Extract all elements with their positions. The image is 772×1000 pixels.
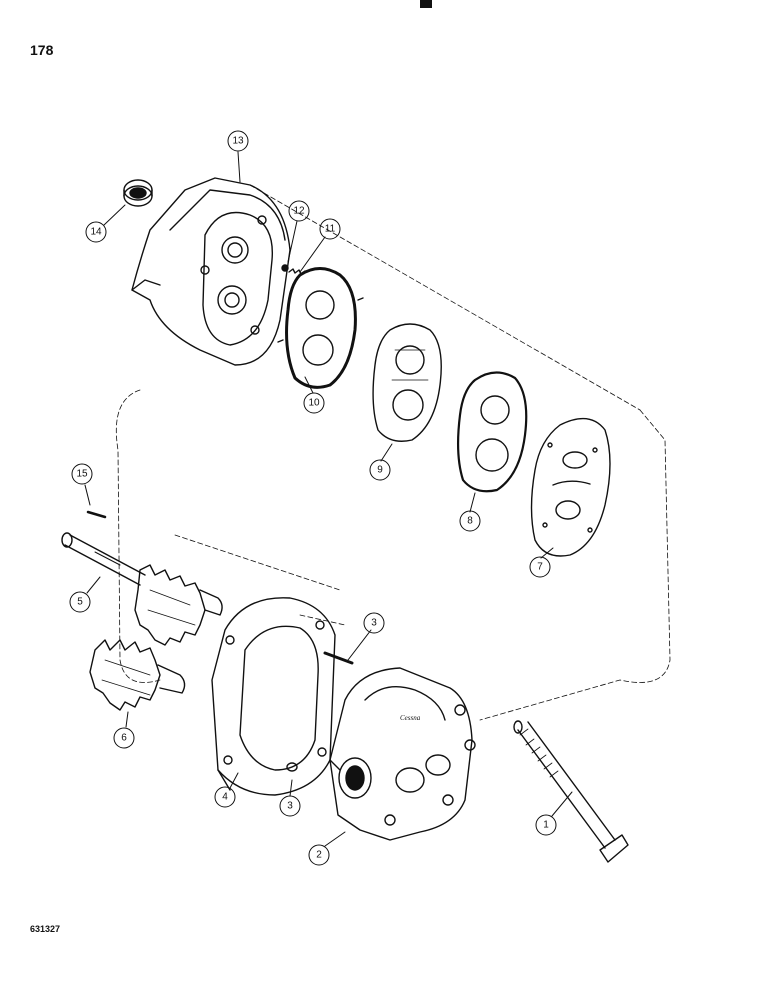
- callout-label-8: 8: [467, 516, 473, 527]
- callout-label-1: 1: [543, 820, 549, 831]
- callout-3b: [279, 795, 301, 817]
- callout-label-11: 11: [325, 224, 336, 235]
- callout-label-3a: 3: [371, 618, 377, 629]
- callout-12: [288, 200, 310, 222]
- wear-plate: [530, 417, 611, 557]
- callout-label-3b: 3: [287, 801, 293, 812]
- callout-label-10: 10: [308, 398, 320, 409]
- callout-2: [308, 844, 330, 866]
- figure-code: 631327: [30, 924, 61, 934]
- seal-gasket: [277, 267, 364, 389]
- callout-9: [369, 459, 391, 481]
- dowel-pins: [286, 651, 354, 772]
- leader-lines: [84, 151, 573, 847]
- callout-label-12: 12: [293, 206, 305, 217]
- callout-label-9: 9: [377, 465, 383, 476]
- callout-14: [85, 221, 107, 243]
- callout-labels: 13 14 12 11 10 9 8 7 15 5 6 3 4 3 2 1: [76, 136, 549, 861]
- callout-1: [535, 814, 557, 836]
- seal-ring: [123, 179, 153, 207]
- callout-4: [214, 786, 236, 808]
- callout-circles: [69, 130, 557, 866]
- callout-6: [113, 727, 135, 749]
- pump-cover: [131, 177, 291, 366]
- gear-housing: [211, 597, 341, 796]
- backup-gasket: [372, 323, 442, 442]
- callout-label-4: 4: [222, 792, 228, 803]
- gasket: [457, 371, 528, 493]
- callout-8: [459, 510, 481, 532]
- svg-text:Cessna: Cessna: [400, 714, 421, 722]
- driven-gear: [89, 639, 186, 711]
- callout-5: [69, 591, 91, 613]
- cap-screw: [513, 720, 629, 863]
- callout-label-7: 7: [537, 562, 543, 573]
- callout-7: [529, 556, 551, 578]
- callout-label-5: 5: [77, 597, 83, 608]
- assembly-lines: [115, 184, 671, 721]
- callout-label-15: 15: [76, 469, 88, 480]
- callout-label-2: 2: [316, 850, 322, 861]
- header-mark: [420, 0, 432, 8]
- drive-gear-shaft: [61, 532, 223, 646]
- callout-3a: [363, 612, 385, 634]
- callout-15: [71, 463, 93, 485]
- callout-13: [227, 130, 249, 152]
- callout-label-6: 6: [121, 733, 127, 744]
- callout-10: [303, 392, 325, 414]
- drive-pin: [86, 510, 107, 519]
- page-number: 178: [30, 42, 54, 58]
- callout-label-14: 14: [90, 227, 102, 238]
- pump-body: Cessna: [329, 667, 476, 841]
- callout-11: [319, 218, 341, 240]
- callout-label-13: 13: [232, 136, 244, 147]
